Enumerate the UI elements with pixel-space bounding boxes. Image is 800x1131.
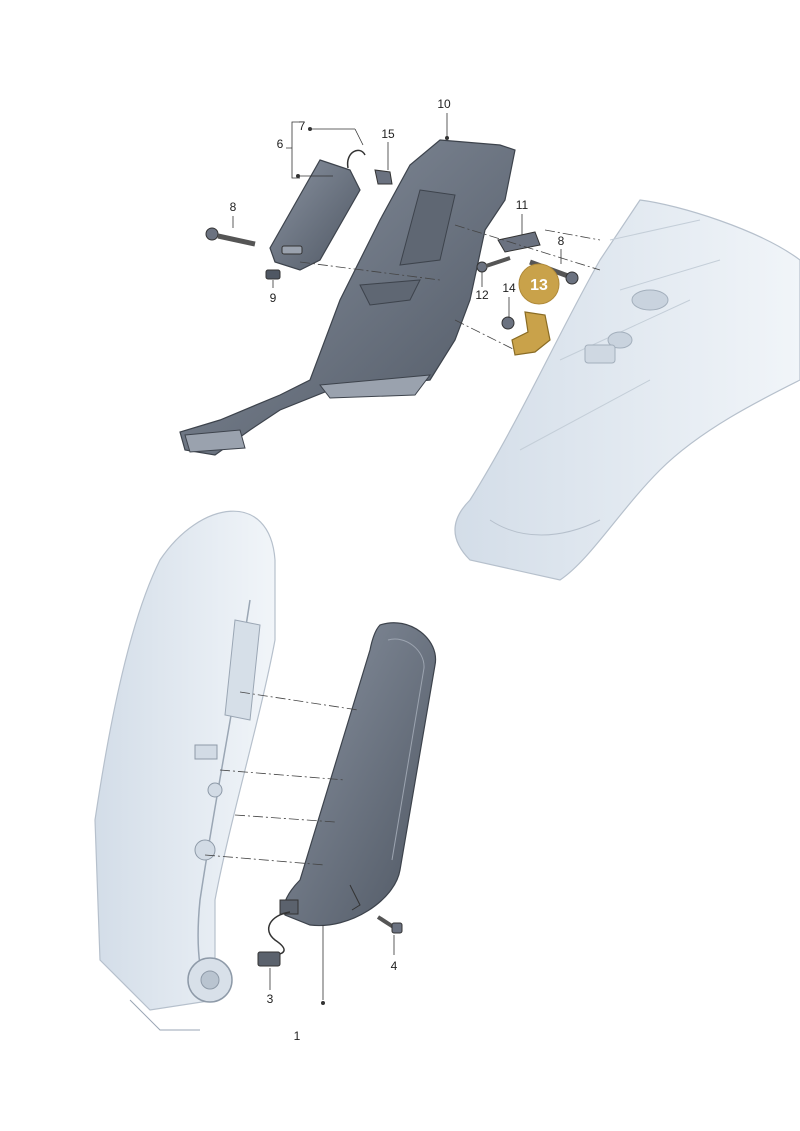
- callout-11: 11: [516, 198, 529, 212]
- bracket-11: [497, 231, 541, 253]
- highlight-badge-circle: [518, 263, 560, 305]
- seat-frame-body: [94, 510, 276, 1031]
- pillar-trim: [179, 139, 516, 456]
- callout-15: 15: [381, 127, 395, 141]
- screw-8-left: [205, 227, 256, 247]
- callout-14: 14: [502, 281, 516, 295]
- nut-14: [501, 316, 515, 330]
- callout-12: 12: [475, 288, 489, 302]
- leader-dot-10: [445, 136, 449, 140]
- callout-9: 9: [270, 291, 277, 305]
- clip-9: [265, 269, 281, 280]
- curtain-airbag-unit: [269, 149, 366, 271]
- seat-airbag-module: [279, 622, 437, 927]
- assembly-lines-seat: [204, 691, 359, 866]
- assembly-lines-pillar: [299, 224, 601, 351]
- highlighted-bracket-13: [511, 311, 551, 356]
- highlight-badge: 13: [518, 263, 560, 305]
- clip-15: [374, 169, 393, 185]
- b-pillar-body: [454, 199, 800, 581]
- callout-8-right: 8: [558, 234, 565, 248]
- screw-12: [476, 256, 511, 273]
- callout-7: 7: [299, 119, 306, 133]
- callout-6: 6: [277, 137, 284, 151]
- leader-lines: [232, 113, 562, 1000]
- callout-1: 1: [294, 1029, 301, 1043]
- leader-dot-7: [308, 127, 312, 131]
- callout-8-left: 8: [230, 200, 237, 214]
- screw-4: [376, 915, 403, 934]
- leader-dot-1: [321, 1001, 325, 1005]
- leader-dot-6: [296, 174, 300, 178]
- highlight-badge-label: 13: [530, 277, 548, 294]
- connector-plug: [257, 911, 291, 967]
- callout-3: 3: [267, 992, 274, 1006]
- callout-10: 10: [437, 97, 451, 111]
- callout-4: 4: [391, 959, 398, 973]
